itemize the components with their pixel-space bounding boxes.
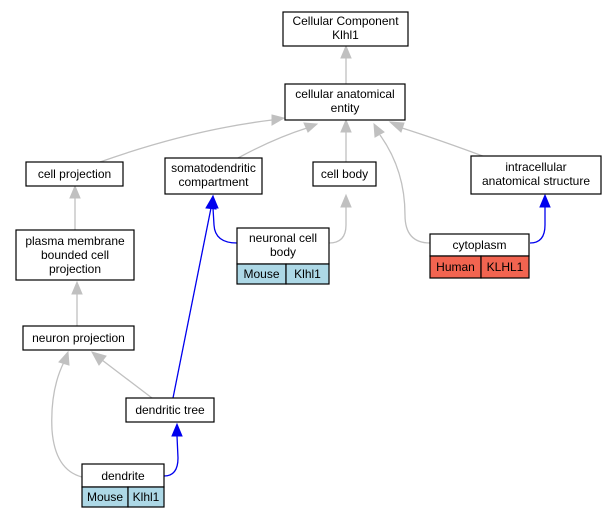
node-label-line: somatodendritic — [171, 161, 256, 175]
arrowhead — [58, 350, 70, 366]
species-label: Human — [436, 260, 475, 274]
arrowhead — [539, 193, 551, 208]
node-label-line: neuronal cell — [249, 231, 317, 245]
edge-cytoplasm-to-intracellular — [529, 207, 546, 244]
species-label: Mouse — [87, 490, 123, 504]
edge-somatodendritic-to-cae — [237, 127, 308, 159]
arrowhead — [303, 122, 319, 133]
node-label-line: neuron projection — [32, 331, 125, 345]
edge-dendritic-tree-to-neuron-projection — [101, 359, 153, 399]
node-label-line: dendritic tree — [135, 403, 205, 417]
edge-intracellular-to-cae — [401, 127, 489, 159]
node-label-line: body — [270, 245, 296, 259]
arrowhead — [171, 422, 183, 437]
node-label-line: bounded cell — [41, 248, 109, 262]
arrowhead — [90, 351, 107, 366]
node-cell-projection[interactable]: cell projection — [25, 161, 124, 187]
edge-neuronal-cell-body-to-somatodendritic — [212, 207, 238, 244]
node-plasma-membrane-bounded-cell-projection[interactable]: plasma membrane bounded cell projection — [15, 229, 135, 281]
node-label-line: Cellular Component — [292, 14, 399, 28]
arrowhead — [340, 44, 352, 59]
node-label-line: intracellular — [505, 160, 566, 174]
gene-label: Klhl1 — [294, 267, 321, 281]
species-gene-tag: Human KLHL1 — [429, 255, 530, 279]
arrowhead — [69, 184, 81, 199]
arrowhead — [271, 114, 286, 126]
node-dendrite[interactable]: dendrite Mouse Klhl1 — [81, 463, 165, 508]
node-neuron-projection[interactable]: neuron projection — [22, 325, 135, 351]
arrowhead — [71, 280, 83, 295]
edge-dendritic-tree-to-somatodendritic — [172, 207, 212, 399]
node-cell-body[interactable]: cell body — [312, 161, 377, 187]
species-label: Mouse — [243, 267, 279, 281]
edge-cytoplasm-to-cae — [379, 134, 431, 244]
edge-dendrite-to-neuron-projection — [51, 361, 83, 478]
node-label-line: plasma membrane — [25, 234, 125, 248]
arrowhead — [205, 194, 217, 210]
gene-label: KLHL1 — [487, 260, 524, 274]
node-label-line: compartment — [178, 175, 249, 189]
node-root[interactable]: Cellular Component Klhl1 — [282, 11, 409, 47]
gene-label: Klhl1 — [133, 490, 160, 504]
node-intracellular-anatomical-structure[interactable]: intracellular anatomical structure — [470, 155, 602, 195]
node-somatodendritic-compartment[interactable]: somatodendritic compartment — [164, 157, 263, 195]
node-label-line: dendrite — [101, 469, 145, 483]
arrowhead — [340, 193, 352, 208]
node-label-line: Klhl1 — [332, 28, 359, 42]
node-label-line: entity — [331, 101, 360, 115]
node-label-line: anatomical structure — [482, 174, 590, 188]
edge-dendrite-to-dendritic-tree — [163, 435, 179, 477]
species-gene-tag: Mouse Klhl1 — [236, 263, 330, 285]
edge-cell-projection-to-cae — [99, 119, 273, 163]
node-label-line: cell body — [321, 167, 368, 181]
arrowhead — [388, 121, 405, 133]
node-cytoplasm[interactable]: cytoplasm Human KLHL1 — [429, 233, 530, 279]
arrowhead — [340, 118, 352, 133]
node-label-line: cell projection — [38, 167, 111, 181]
node-label-line: cytoplasm — [452, 238, 506, 252]
edge-neuronal-cell-body-to-cell-body — [328, 207, 347, 244]
node-label-line: cellular anatomical — [295, 87, 394, 101]
species-gene-tag: Mouse Klhl1 — [81, 486, 165, 508]
node-neuronal-cell-body[interactable]: neuronal cell body Mouse Klhl1 — [236, 227, 330, 285]
node-label-line: projection — [49, 262, 101, 276]
node-cellular-anatomical-entity[interactable]: cellular anatomical entity — [284, 83, 406, 121]
node-dendritic-tree[interactable]: dendritic tree — [125, 397, 215, 423]
arrowhead — [373, 122, 385, 138]
